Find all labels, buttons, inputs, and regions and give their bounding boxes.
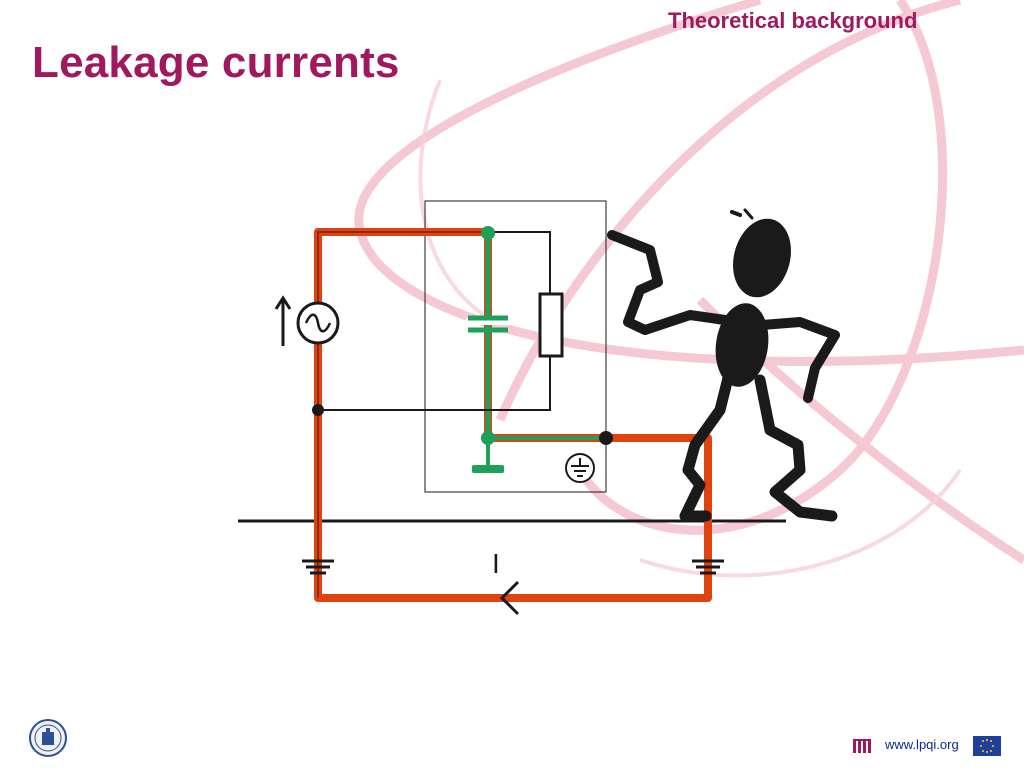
source-arrow-icon <box>274 295 292 346</box>
ground-icon <box>692 559 724 575</box>
earth-symbol-icon <box>565 453 595 483</box>
circuit-wires <box>318 231 551 411</box>
lpqi-logo <box>852 737 876 755</box>
university-seal-logo <box>29 719 67 757</box>
current-direction-arrow-icon <box>499 580 520 616</box>
eu-flag-logo <box>973 736 1001 756</box>
ac-source-icon <box>296 301 340 345</box>
section-title: Theoretical background <box>668 8 918 33</box>
current-label: I <box>492 548 500 579</box>
appliance-ground-plate <box>472 465 504 473</box>
resistor-icon <box>538 292 564 358</box>
capacitor-icon <box>466 315 510 333</box>
person-figure-icon <box>607 208 840 522</box>
ground-icon <box>302 559 334 575</box>
page-title: Leakage currents <box>32 38 400 87</box>
junction-dots <box>312 226 613 445</box>
appliance-enclosure <box>424 200 607 493</box>
website-link[interactable]: www.lpqi.org <box>885 737 959 752</box>
